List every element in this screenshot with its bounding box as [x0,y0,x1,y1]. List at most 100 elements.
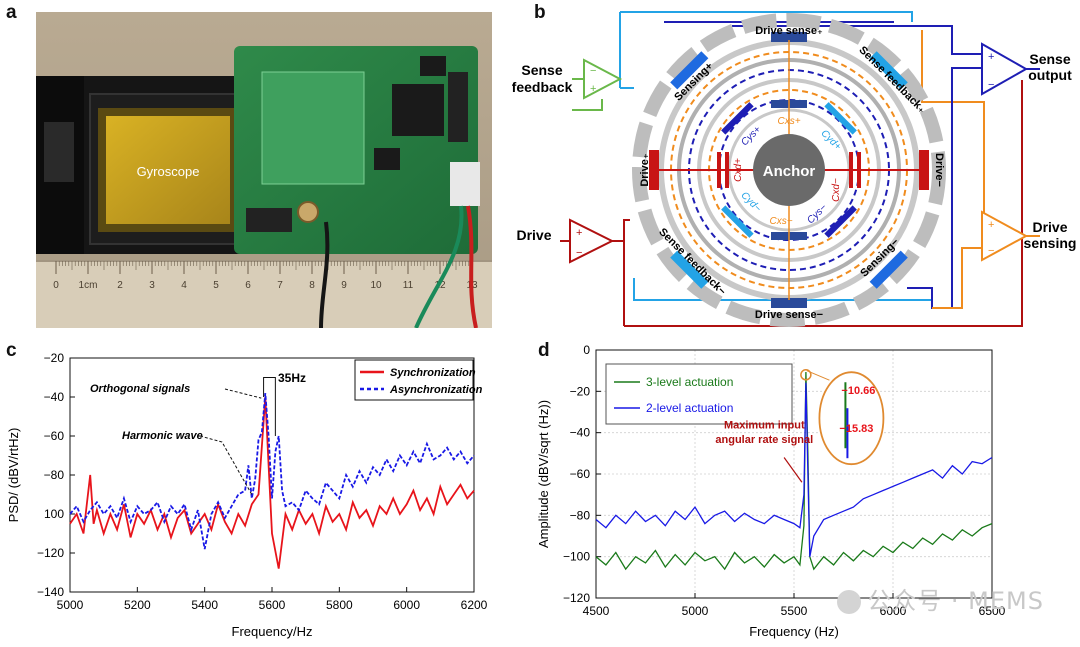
x-tick-label: 6000 [393,598,420,612]
annotation-max-input: Maximum input [724,420,805,432]
label-sense-output-line1: Sense [1029,51,1070,67]
drive-sensing-amp: + − [981,210,1040,262]
svg-text:Cxd−: Cxd− [831,178,842,202]
y-tick-label: −80 [44,468,65,482]
legend-2-level: 2-level actuation [646,401,733,415]
series-3-level-actuation [595,371,993,571]
leader-harmonic [199,435,253,495]
y-tick-label: −60 [570,467,591,481]
psd-chart: 5000 5200 5400 5600 5800 6000 6200 −20 −40 −60 −80… [6,351,488,639]
annotation-arrow [783,457,803,483]
svg-text:+: + [988,51,994,63]
annotation-35hz: 35Hz [278,371,306,385]
svg-text:Cxs+: Cxs+ [777,116,800,127]
x-tick-label: 5800 [326,598,353,612]
svg-text:−: − [590,65,596,77]
ruler-label: 3 [149,280,155,291]
panel-label-b: b [534,2,546,23]
watermark: 公众号 · MEMS [837,581,1044,616]
x-axis-label: Frequency (Hz) [749,624,839,639]
label-drive-sense-minus: Drive sense− [755,309,823,321]
y-tick-label: −120 [37,546,64,560]
y-tick-label: −40 [44,390,65,404]
zoom-ellipse [818,371,885,466]
svg-text:+: + [988,219,994,231]
peak-value-2-level: −15.83 [839,423,873,435]
panel-c-chart: 5000 5200 5400 5600 5800 6000 6200 −20 −40 −60 −80… [0,342,500,642]
x-tick-label: 6000 [880,604,907,618]
x-axis-label: Frequency/Hz [232,624,313,639]
legend-asynchronization: Asynchronization [389,384,483,396]
ruler-label: 0 [53,280,59,291]
y-tick-label: −100 [563,550,590,564]
svg-text:Cyd+: Cyd+ [819,128,844,153]
ruler-label: 11 [403,280,414,291]
y-tick-label: −60 [44,429,65,443]
x-tick-label: 5400 [191,598,218,612]
leader-orthogonal [224,388,262,399]
label-drive-plus: Drive₊ [639,153,651,187]
panel-label-c: c [6,340,17,361]
x-tick-label: 4500 [583,604,610,618]
x-tick-label: 6200 [461,598,488,612]
legend-synchronization: Synchronization [390,367,476,379]
drive-amp: + − [560,218,625,264]
ruler-label: 1cm [79,280,98,291]
label-drive-sensing-line1: Drive [1032,219,1067,235]
x-tick-label: 5500 [781,604,808,618]
y-tick-label: 0 [583,343,590,357]
ruler-label: 6 [245,280,251,291]
label-drive-sensing-line2: sensing [1024,235,1077,251]
svg-text:−: − [988,245,994,257]
panel-label-a: a [6,2,17,23]
label-sense-feedback-line1: Sense [521,62,562,78]
y-tick-label: −40 [570,426,591,440]
y-tick-label: −120 [563,591,590,605]
x-tick-label: 5200 [124,598,151,612]
svg-text:Cyd−: Cyd− [739,190,764,215]
ruler-label: 9 [341,280,347,291]
ruler-label: 10 [370,280,382,291]
x-tick-label: 5600 [259,598,286,612]
ruler-label: 4 [181,280,187,291]
gyroscope-schematic: − + Sense feedback + − Drive + − Sense o… [512,11,1077,327]
annotation-angular-rate: angular rate signal [715,434,813,446]
label-drive-minus: Drive− [933,153,945,187]
zoom-inset [783,369,885,483]
x-tick-label: 6500 [979,604,1006,618]
series-asynchronization [69,393,475,550]
panel-label-d: d [538,340,550,361]
annotation-leader-lines [199,377,276,495]
peak-value-3-level: −10.66 [841,385,875,397]
ruler-label: 2 [117,280,123,291]
series-2-level-actuation [595,382,993,557]
svg-text:−: − [988,79,994,91]
ruler-label: 7 [277,280,283,291]
svg-text:Cxs−: Cxs− [769,216,792,227]
x-tick-label: 5000 [682,604,709,618]
zoom-connector [806,370,830,381]
legend: Synchronization Asynchronization [354,359,483,401]
y-axis-label: Amplitude (dBV/sqrt (Hz)) [536,400,551,548]
resonator: Anchor Cxs+ Cxs− Cxd+ Cxd− Cys+ Cys− Cyd… [632,13,946,327]
svg-text:+: + [590,83,596,95]
y-axis-label: PSD/ (dBV/rtHz) [6,428,21,523]
svg-text:−: − [576,247,582,259]
svg-text:Cys+: Cys+ [739,124,763,148]
sense-feedback-amp: − + [572,58,623,111]
legend-3-level: 3-level actuation [646,375,733,389]
sense-output-amp: + − [981,42,1040,96]
label-drive-input: Drive [516,227,551,243]
bracket-35hz [263,377,276,436]
label-drive-sense-plus: Drive sense₊ [755,25,823,37]
watermark-text: 公众号 · MEMS [867,587,1044,615]
legend: 3-level actuation 2-level actuation [605,363,793,425]
label-sense-feedback-line2: feedback [512,79,573,95]
ruler-label: 8 [309,280,315,291]
wechat-icon [837,590,862,614]
y-tick-label: −20 [44,351,65,365]
x-tick-label: 5000 [57,598,84,612]
y-tick-label: −80 [570,508,591,522]
